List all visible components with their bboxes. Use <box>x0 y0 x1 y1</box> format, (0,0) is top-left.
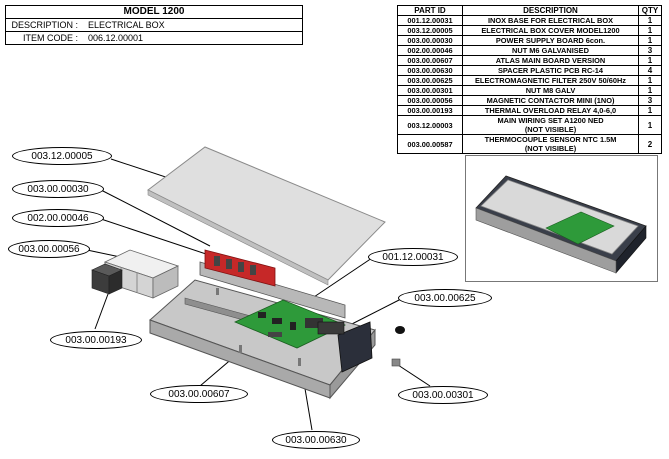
description-label: DESCRIPTION : <box>11 20 78 30</box>
description-cell: THERMOCOUPLE SENSOR NTC 1.5M(NOT VISIBLE… <box>462 134 639 154</box>
callout-contactor: 003.00.00056 <box>8 240 90 258</box>
callout-power-supply-board: 003.00.00030 <box>12 180 104 198</box>
assembled-box-illustration <box>475 175 647 274</box>
description-line-1: THERMOCOUPLE SENSOR NTC 1.5M <box>484 135 617 144</box>
leader-line <box>397 364 431 387</box>
callout-main-board: 003.00.00607 <box>150 385 248 403</box>
inox-side-panel <box>337 321 373 373</box>
qty-cell: 1 <box>638 115 662 135</box>
callout-thermal-relay: 003.00.00193 <box>50 331 142 349</box>
item-code-value: 006.12.00001 <box>88 33 144 43</box>
leader-line <box>94 293 109 330</box>
part-id-cell: 003.00.00587 <box>397 134 463 154</box>
callout-nut-m6: 002.00.00046 <box>12 209 104 227</box>
main-board <box>234 299 346 349</box>
leader-line <box>100 189 211 247</box>
electrical-box-cover <box>147 146 386 286</box>
leader-line <box>304 257 373 304</box>
item-code-label: ITEM CODE : <box>22 33 78 43</box>
leader-line <box>100 218 216 258</box>
description-value: ELECTRICAL BOX <box>88 20 165 30</box>
description-line-1: MAIN WIRING SET A1200 NED <box>497 116 604 125</box>
qty-cell: 2 <box>638 134 662 154</box>
electromagnetic-filter <box>317 321 345 335</box>
pcb-spacers <box>216 288 301 366</box>
thermal-overload-relay <box>91 263 123 295</box>
description-line-2: (NOT VISIBLE) <box>524 144 577 153</box>
power-supply-board <box>204 249 276 287</box>
leader-line <box>343 297 404 329</box>
callout-cover: 003.12.00005 <box>12 147 112 165</box>
callout-inox-base: 001.12.00031 <box>368 248 458 266</box>
description-line-2: (NOT VISIBLE) <box>524 125 577 134</box>
callout-nut-m8: 003.00.00301 <box>398 386 488 404</box>
assembled-view-inset <box>465 155 658 282</box>
title-block: MODEL 1200 DESCRIPTION : ELECTRICAL BOX … <box>5 5 303 45</box>
loose-nut-m8 <box>391 326 405 367</box>
callout-spacer: 003.00.00630 <box>272 431 360 449</box>
model-title: MODEL 1200 <box>123 6 185 17</box>
callout-emc-filter: 003.00.00625 <box>398 289 492 307</box>
